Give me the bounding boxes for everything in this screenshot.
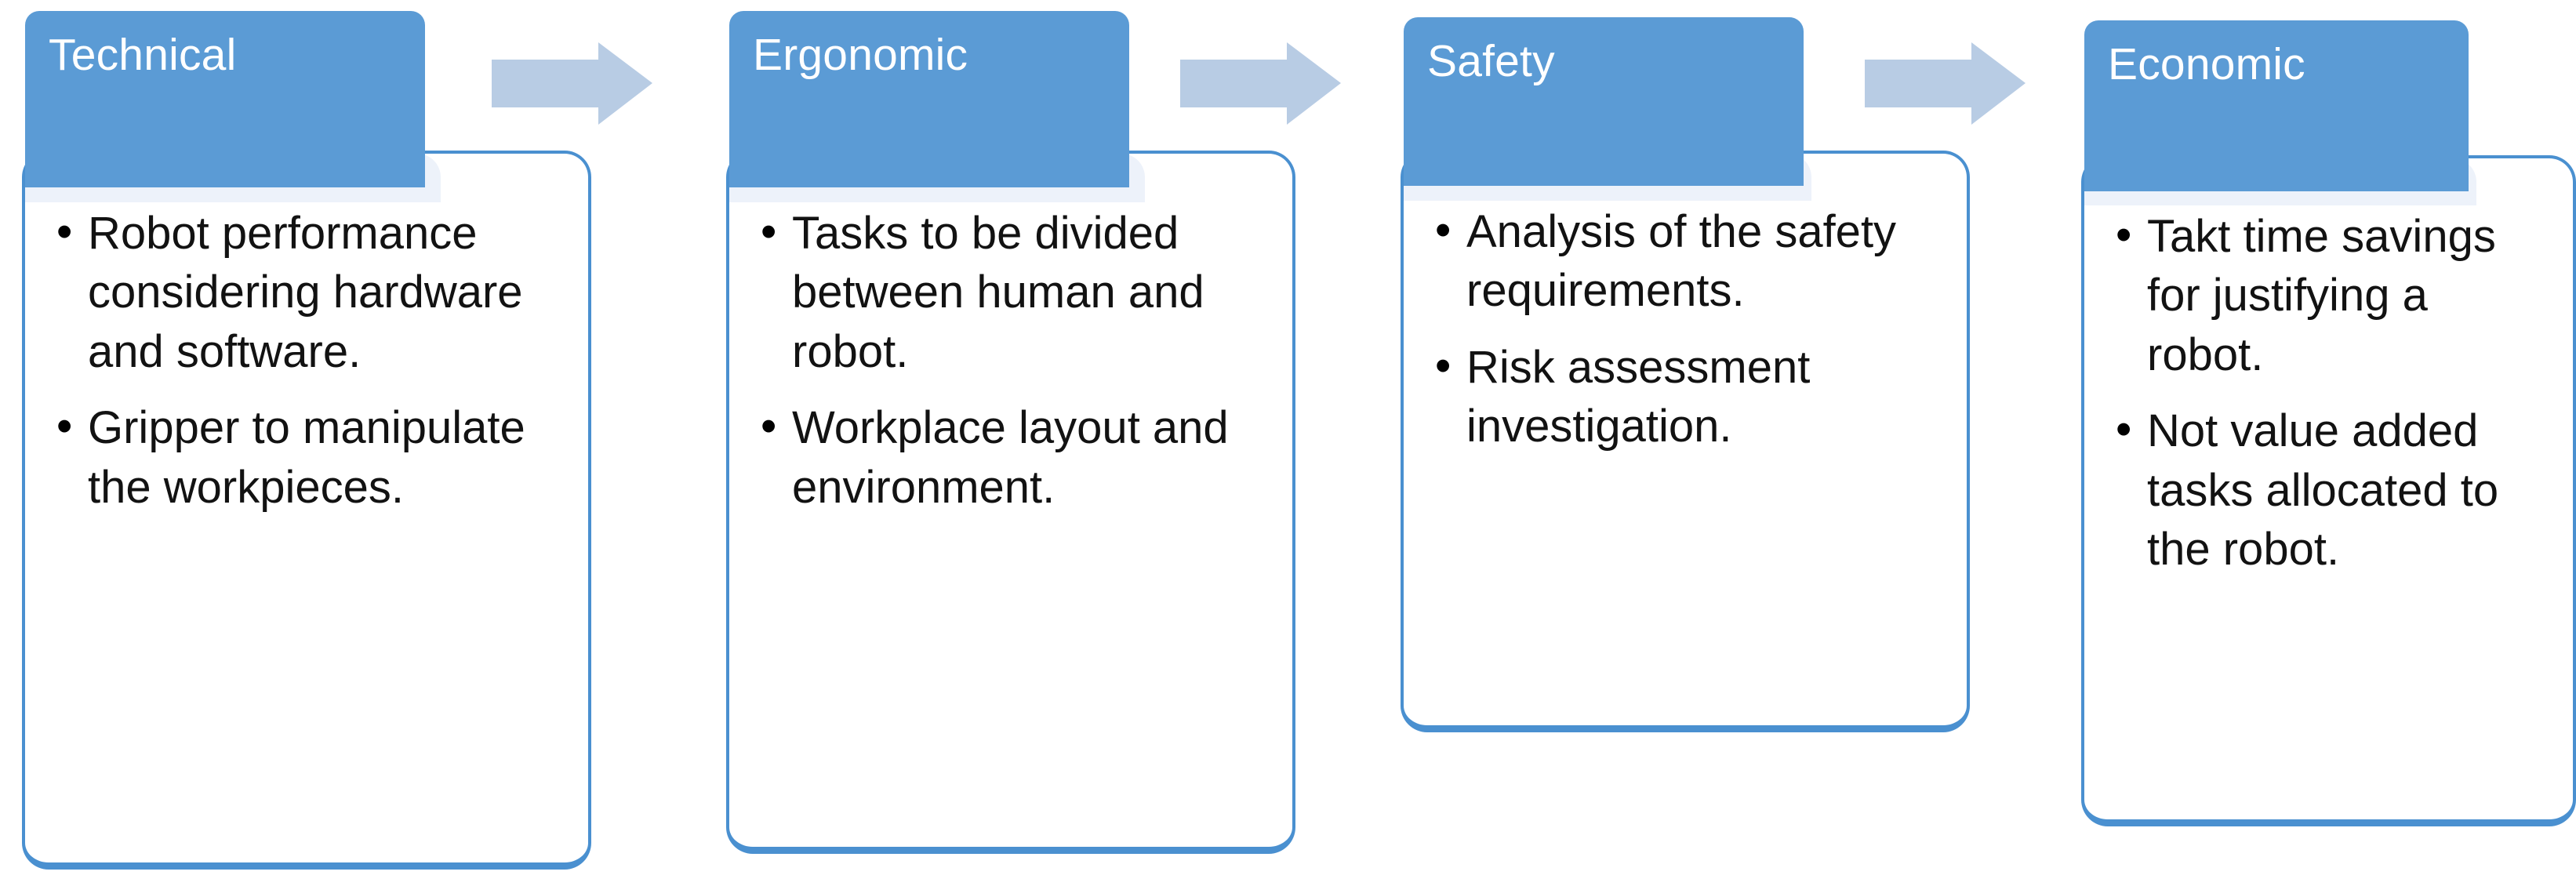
list-item: Takt time savings for justifying a robot…: [2114, 205, 2554, 384]
list-item: Not value added tasks allocated to the r…: [2114, 400, 2554, 579]
step-header-safety[interactable]: Safety: [1404, 17, 1804, 186]
arrow-technical-to-ergonomic: [492, 42, 652, 125]
step-body-safety: Analysis of the safety requirements. Ris…: [1401, 151, 1970, 732]
list-item: Tasks to be divided between human and ro…: [759, 202, 1266, 381]
step-body-ergonomic: Tasks to be divided between human and ro…: [726, 151, 1295, 854]
arrow-ergonomic-to-safety: [1180, 42, 1341, 125]
step-body-technical: Robot performance considering hardware a…: [22, 151, 591, 870]
step-header-technical[interactable]: Technical: [25, 11, 425, 187]
step-title-safety: Safety: [1427, 36, 1555, 86]
right-arrow-icon: [1180, 42, 1341, 125]
step-body-economic: Takt time savings for justifying a robot…: [2081, 155, 2576, 826]
right-arrow-icon: [492, 42, 652, 125]
step-bullet-list-economic: Takt time savings for justifying a robot…: [2114, 205, 2554, 579]
step-title-economic: Economic: [2108, 39, 2305, 89]
right-arrow-icon: [1865, 42, 2026, 125]
step-title-technical: Technical: [49, 30, 237, 80]
step-card-economic: Takt time savings for justifying a robot…: [2070, 20, 2576, 826]
step-header-ergonomic[interactable]: Ergonomic: [729, 11, 1129, 187]
step-bullet-list-ergonomic: Tasks to be divided between human and ro…: [759, 202, 1266, 517]
step-card-ergonomic: Tasks to be divided between human and ro…: [715, 11, 1295, 854]
list-item: Risk assessment investigation.: [1433, 336, 1940, 456]
list-item: Analysis of the safety requirements.: [1433, 201, 1940, 321]
step-bullet-list-technical: Robot performance considering hardware a…: [55, 202, 561, 517]
step-bullet-list-safety: Analysis of the safety requirements. Ris…: [1433, 201, 1940, 456]
list-item: Gripper to manipulate the workpieces.: [55, 397, 561, 517]
step-card-safety: Analysis of the safety requirements. Ris…: [1390, 17, 1970, 732]
arrow-safety-to-economic: [1865, 42, 2026, 125]
list-item: Robot performance considering hardware a…: [55, 202, 561, 381]
step-title-ergonomic: Ergonomic: [753, 30, 968, 80]
step-card-technical: Robot performance considering hardware a…: [11, 11, 591, 870]
list-item: Workplace layout and environment.: [759, 397, 1266, 517]
step-header-economic[interactable]: Economic: [2084, 20, 2469, 191]
